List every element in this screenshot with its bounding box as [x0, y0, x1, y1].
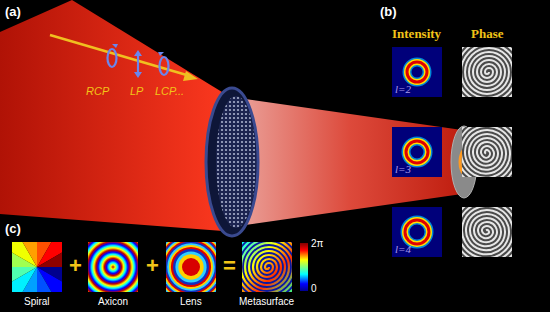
lp-icon	[137, 54, 139, 74]
polarization-label: RCP	[86, 85, 109, 97]
phase-spiral	[462, 47, 512, 97]
intensity-tile	[392, 47, 442, 97]
ring-halo	[406, 141, 428, 163]
phase-spiral	[462, 207, 512, 257]
ring-core	[405, 220, 429, 244]
polarization-label: LCP...	[155, 85, 184, 97]
lp-arrow	[134, 50, 142, 56]
operator: +	[146, 254, 159, 278]
lens-zone	[173, 249, 209, 285]
arrow-head	[183, 71, 198, 81]
phase-tile	[453, 36, 525, 106]
propagation-arrow	[50, 35, 190, 76]
axicon-tile	[88, 242, 138, 292]
lens-zone	[166, 242, 216, 292]
ring-mid	[407, 62, 427, 82]
lens-zone	[166, 242, 216, 292]
lens-zone	[166, 242, 216, 292]
metasurface-spiral	[242, 242, 292, 292]
metasurface-rim	[206, 88, 258, 236]
phase-wedge	[12, 267, 37, 287]
input-beam	[0, 0, 236, 232]
lens-zone	[166, 242, 216, 292]
spiral-tile	[0, 227, 77, 307]
lens-zone	[166, 242, 216, 292]
ring-halo	[405, 220, 429, 244]
ring-halo	[407, 62, 427, 82]
lp-arrow	[134, 72, 142, 78]
lens-tile	[155, 231, 227, 303]
lens-zone	[182, 258, 200, 276]
colorbar-max: 2π	[311, 238, 323, 249]
lens-zone	[166, 242, 216, 292]
axicon-rings	[88, 242, 138, 292]
intensity-tile	[392, 127, 442, 177]
order-label: l=4	[395, 243, 411, 255]
column-heading: Intensity	[392, 27, 441, 41]
lcp-icon	[160, 57, 169, 75]
lens-zone	[175, 251, 206, 282]
column-heading: Phase	[471, 27, 504, 41]
polarization-label: LP	[130, 85, 143, 97]
tile-caption: Lens	[180, 296, 202, 307]
lens-zone	[166, 242, 216, 292]
operator: =	[223, 254, 236, 278]
rcp-arrow	[112, 44, 118, 48]
lens-zone	[171, 247, 211, 287]
order-label: l=2	[395, 83, 411, 95]
tile-ground	[392, 207, 442, 257]
intensity-tile	[392, 207, 442, 257]
operator: +	[69, 254, 82, 278]
phase-spiral	[462, 127, 512, 177]
tile-ground	[392, 47, 442, 97]
colorbar	[300, 243, 308, 291]
phase-wedge	[37, 267, 57, 292]
phase-wedge	[37, 247, 62, 267]
phase-tile	[437, 182, 534, 279]
order-label: l=3	[395, 163, 411, 175]
metasurface-tile	[233, 231, 305, 301]
lens-zone	[166, 242, 216, 292]
tile-caption: Axicon	[98, 296, 128, 307]
metasurface-pillars	[216, 96, 256, 228]
output-beam	[238, 98, 462, 226]
panel-label: (c)	[5, 222, 21, 236]
panel-label: (b)	[380, 5, 397, 19]
lens-zone	[167, 243, 215, 291]
colorbar-min: 0	[311, 283, 317, 294]
ring-core	[407, 62, 427, 82]
lens-zone	[166, 242, 216, 292]
ring-mid	[405, 220, 429, 244]
panel-label: (a)	[5, 5, 21, 19]
tile-caption: Metasurface	[239, 296, 294, 307]
tile-ground	[392, 127, 442, 177]
rcp-icon	[108, 49, 117, 67]
ring-core	[406, 141, 428, 163]
lens-zone	[178, 254, 203, 279]
tile-caption: Spiral	[24, 296, 50, 307]
phase-wedge	[17, 242, 37, 267]
phase-tile	[439, 106, 536, 203]
lcp-arrow	[158, 52, 164, 56]
ring-mid	[406, 141, 428, 163]
lens-zone	[169, 245, 213, 289]
